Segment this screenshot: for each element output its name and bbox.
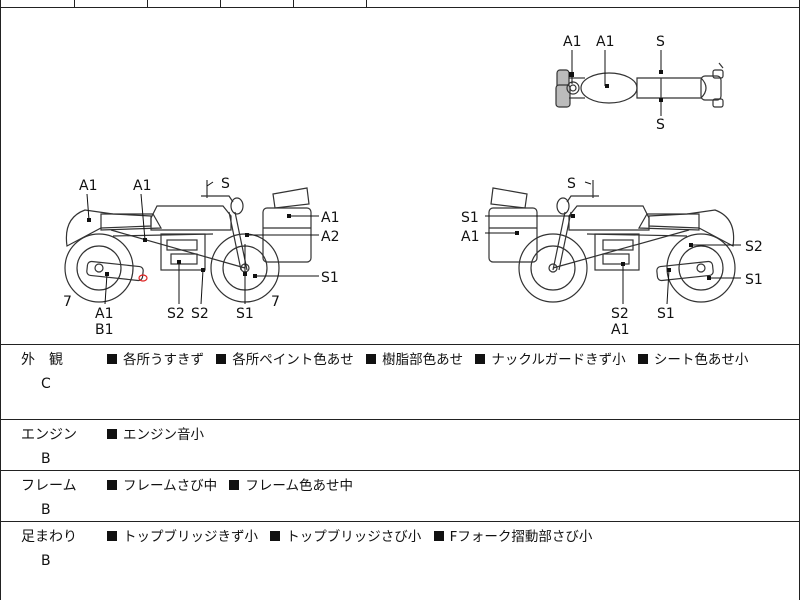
top-label-s-1: S	[656, 34, 665, 50]
left-label-9: B1	[95, 322, 114, 338]
right-label-6: S2	[611, 306, 629, 322]
category-grade: B	[41, 451, 51, 467]
left-label-4: A1	[321, 210, 339, 226]
condition-item: トップブリッジきず小	[123, 529, 258, 545]
category-grade: C	[41, 376, 51, 392]
condition-items: エンジン音小	[107, 426, 208, 444]
row-category: フレーム B	[21, 477, 77, 519]
category-name: 外 観	[21, 352, 63, 368]
top-table-strip	[1, 0, 799, 8]
red-marker	[138, 274, 148, 282]
damage-diagram: A1 A1 S S A1 A1 S A1 A2 S1 7 A1 B1 S2 S2…	[1, 8, 799, 345]
condition-item: ナックルガードきず小	[491, 352, 626, 368]
bullet-square-icon	[216, 354, 227, 364]
category-name: エンジン	[21, 427, 77, 443]
row-category: エンジン B	[21, 426, 77, 468]
bullet-square-icon	[475, 354, 486, 364]
bullet-square-icon	[229, 480, 240, 490]
condition-item: トップブリッジさび小	[286, 529, 422, 545]
bullet-square-icon	[637, 354, 648, 364]
bullet-square-icon	[107, 354, 117, 364]
bullet-square-icon	[433, 531, 444, 541]
condition-items: トップブリッジきず小 トップブリッジさび小 Fフォーク摺動部さび小	[107, 528, 596, 546]
left-label-6: S1	[321, 270, 339, 286]
right-label-1: S	[567, 176, 576, 192]
left-label-8: A1	[95, 306, 113, 322]
right-label-3: A1	[461, 229, 479, 245]
top-view-motorcycle	[555, 62, 724, 108]
diagram-labels: A1 A1 S S A1 A1 S A1 A2 S1 7 A1 B1 S2 S2…	[63, 34, 763, 338]
bullet-square-icon	[107, 429, 117, 439]
category-name: フレーム	[21, 478, 77, 494]
bullet-square-icon	[270, 531, 281, 541]
top-label-a1-2: A1	[596, 34, 614, 50]
left-label-13: 7	[271, 294, 280, 310]
damage-markers	[87, 70, 711, 280]
category-grade: B	[41, 553, 51, 569]
bullet-square-icon	[107, 531, 117, 541]
left-label-7: 7	[63, 294, 72, 310]
condition-item: 樹脂部色あせ	[382, 352, 464, 368]
left-label-3: S	[221, 176, 230, 192]
bullet-square-icon	[107, 480, 117, 490]
left-label-10: S2	[167, 306, 185, 322]
condition-item: 各所ペイント色あせ	[232, 352, 354, 368]
row-category: 足まわり B	[21, 528, 77, 570]
condition-row-exterior: 外 観 C 各所うすきず 各所ペイント色あせ 樹脂部色あせ ナックルガードきず小…	[1, 345, 799, 420]
right-label-5: S1	[745, 272, 763, 288]
right-view-motorcycle	[488, 180, 736, 303]
condition-item: 各所うすきず	[123, 352, 204, 368]
left-label-11: S2	[191, 306, 209, 322]
left-label-1: A1	[79, 178, 97, 194]
leader-lines	[86, 50, 741, 305]
motorcycle-diagram-svg: A1 A1 S S A1 A1 S A1 A2 S1 7 A1 B1 S2 S2…	[63, 34, 763, 338]
left-label-5: A2	[321, 229, 339, 245]
category-grade: B	[41, 502, 51, 518]
condition-item: シート色あせ小	[653, 352, 749, 368]
right-label-2: S1	[461, 210, 479, 226]
category-name: 足まわり	[21, 529, 77, 545]
left-label-2: A1	[133, 178, 151, 194]
bullet-square-icon	[366, 354, 377, 364]
condition-item: フレームさび中	[123, 478, 218, 494]
condition-row-engine: エンジン B エンジン音小	[1, 420, 799, 471]
condition-row-suspension: 足まわり B トップブリッジきず小 トップブリッジさび小 Fフォーク摺動部さび小	[1, 522, 799, 600]
top-label-s-2: S	[656, 117, 665, 133]
condition-item: エンジン音小	[123, 427, 204, 443]
left-view-motorcycle	[64, 180, 312, 303]
row-category: 外 観 C	[21, 351, 63, 393]
top-label-a1-1: A1	[563, 34, 581, 50]
condition-row-frame: フレーム B フレームさび中 フレーム色あせ中	[1, 471, 799, 522]
condition-item: フレーム色あせ中	[245, 478, 354, 494]
right-label-8: S1	[657, 306, 675, 322]
condition-items: フレームさび中 フレーム色あせ中	[107, 477, 357, 495]
left-label-12: S1	[236, 306, 254, 322]
right-label-7: A1	[611, 322, 629, 338]
condition-items: 各所うすきず 各所ペイント色あせ 樹脂部色あせ ナックルガードきず小 シート色あ…	[107, 351, 752, 369]
right-label-4: S2	[745, 239, 763, 255]
condition-item: Fフォーク摺動部さび小	[449, 529, 593, 545]
